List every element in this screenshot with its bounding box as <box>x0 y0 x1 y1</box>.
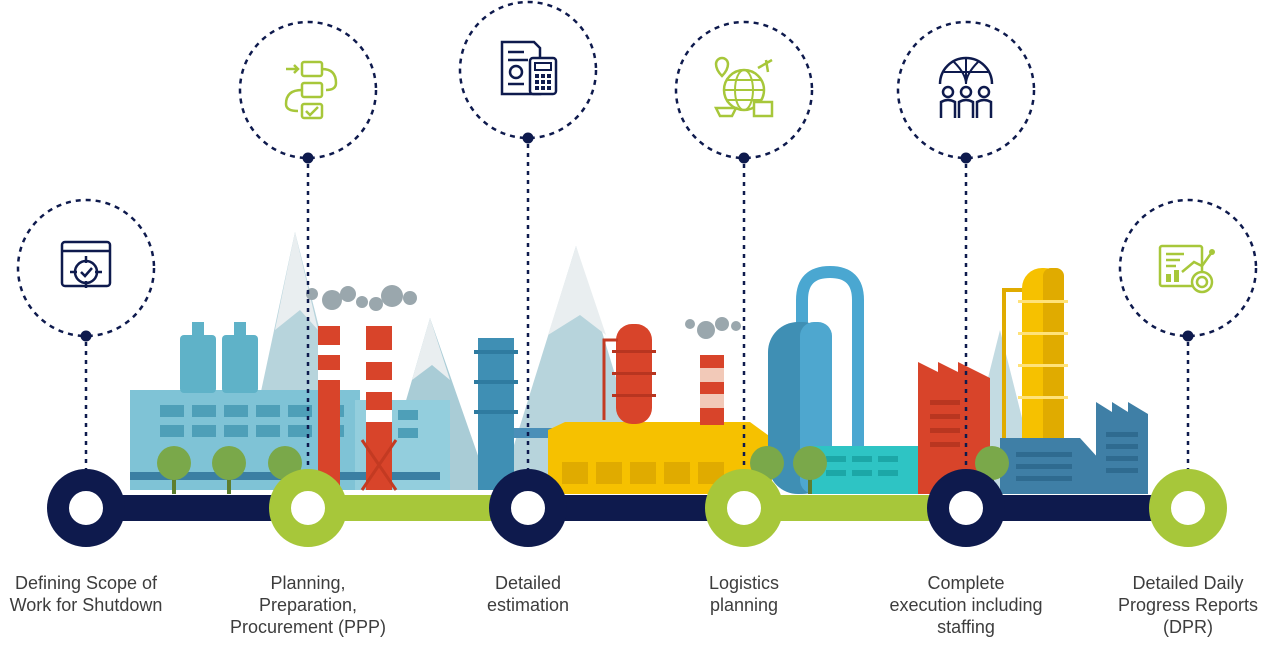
step-label-line: Logistics <box>708 573 780 593</box>
process-step-scope <box>16 198 156 547</box>
step-label-line: Preparation, <box>258 595 358 615</box>
column-pipe <box>1002 288 1026 450</box>
step-label-line: Defining Scope of <box>14 573 158 593</box>
step-label-line: estimation <box>486 595 570 615</box>
step-anchor-dot <box>738 152 750 164</box>
factory-tank <box>180 335 216 393</box>
step-label-line: (DPR) <box>1163 617 1213 637</box>
process-timeline <box>86 495 1188 521</box>
step-label-line: planning <box>709 595 779 615</box>
industrial-skyline-illustration <box>130 232 1148 494</box>
step-icon-frame <box>16 198 156 338</box>
progress-report-icon <box>1158 244 1215 294</box>
boiler-pipe <box>602 338 618 420</box>
scope-target-icon <box>60 240 112 288</box>
step-label-line: Work for Shutdown <box>9 595 163 615</box>
smoke <box>685 317 741 339</box>
factory-tank-cap <box>234 322 246 336</box>
process-step-estimation <box>458 0 598 547</box>
process-step-ppp <box>238 20 378 547</box>
timeline-node <box>1149 469 1227 547</box>
step-icon-frame <box>238 20 378 160</box>
step-anchor-dot <box>522 132 534 144</box>
pipe <box>514 428 574 438</box>
globe-logistics-icon <box>713 56 774 118</box>
workflow-checklist-icon <box>284 60 338 120</box>
chimney <box>318 326 340 490</box>
distillation-column-shade <box>1043 268 1064 458</box>
step-label-line: staffing <box>937 617 995 637</box>
calculator-document-icon <box>500 40 558 96</box>
process-steps <box>16 0 1258 547</box>
step-label-line: execution including <box>889 595 1043 615</box>
mountain-snow <box>548 246 606 335</box>
timeline-node <box>269 469 347 547</box>
arch-pipe <box>796 265 864 450</box>
timeline-node <box>47 469 125 547</box>
chimney <box>700 355 724 425</box>
step-anchor-dot <box>960 152 972 164</box>
step-icon-frame <box>896 20 1036 160</box>
step-icon-frame <box>458 0 598 140</box>
step-label-line: Detailed Daily <box>1132 573 1244 593</box>
step-label-line: Planning, <box>270 573 346 593</box>
step-label-line: Progress Reports <box>1117 595 1259 615</box>
step-anchor-dot <box>302 152 314 164</box>
step-label-line: Detailed <box>494 573 562 593</box>
process-step-execution <box>896 20 1036 547</box>
trees <box>157 446 1009 494</box>
timeline-node <box>927 469 1005 547</box>
timeline-node <box>705 469 783 547</box>
process-step-logistics <box>674 20 814 547</box>
factory-tank <box>222 335 258 393</box>
step-label-ppp: Planning,Preparation,Procurement (PPP) <box>208 572 408 638</box>
chimney-lattice <box>360 439 398 491</box>
timeline-node <box>489 469 567 547</box>
mountain-snow <box>412 318 450 380</box>
step-label-line: Complete <box>927 573 1005 593</box>
global-team-icon <box>938 56 994 118</box>
mountain-snow <box>275 232 318 330</box>
factory-tank-cap <box>192 322 204 336</box>
step-anchor-dot <box>1182 330 1194 342</box>
smoke <box>306 285 417 311</box>
process-step-dpr <box>1118 198 1258 547</box>
step-label-line: Procurement (PPP) <box>229 617 387 637</box>
step-anchor-dot <box>80 330 92 342</box>
